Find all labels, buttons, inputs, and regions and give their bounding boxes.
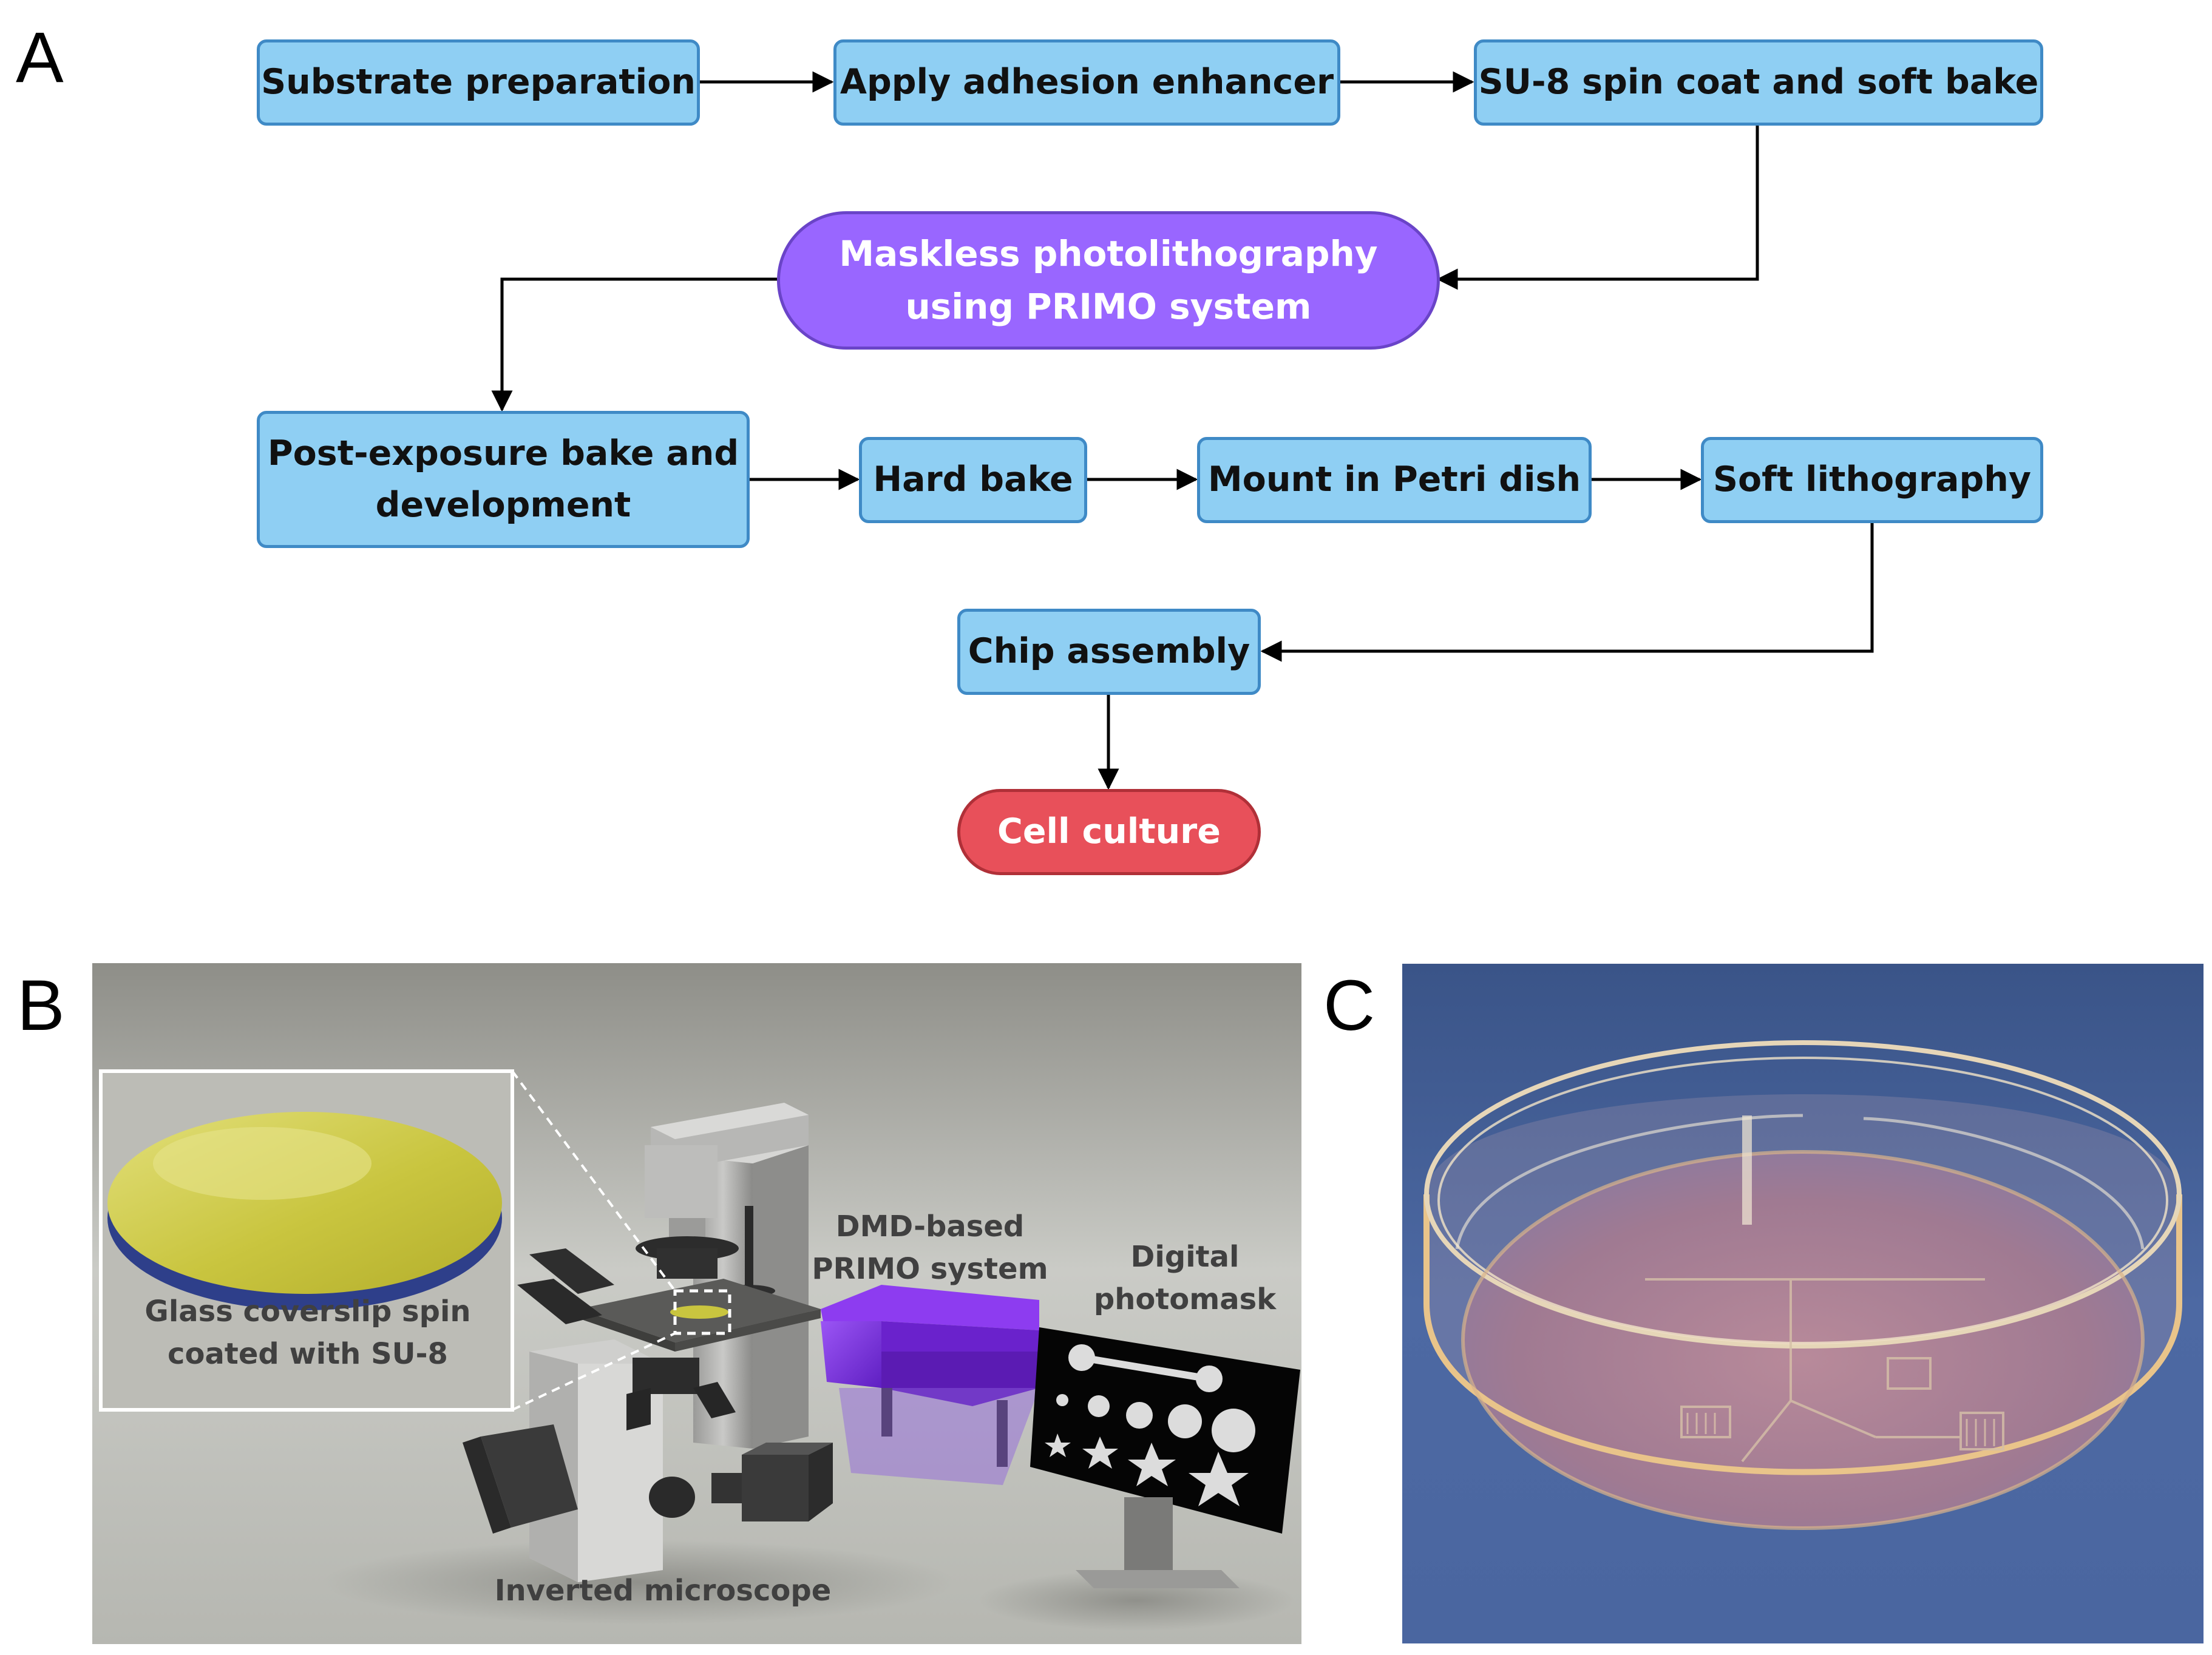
- microscope: [463, 1103, 833, 1582]
- zoom-line-top: [511, 1070, 676, 1292]
- primo-setup-illustration: Glass coverslip spin coated with SU-8 DM…: [92, 963, 1301, 1644]
- step-post-exposure-bake: Post-exposure bake and development: [257, 411, 750, 548]
- step-mount-petri-dish: Mount in Petri dish: [1197, 437, 1592, 523]
- panel-label-a: A: [16, 18, 64, 98]
- step-substrate-label: Substrate preparation: [261, 62, 696, 103]
- step-maskless-line2: using PRIMO system: [905, 286, 1312, 327]
- step-hard-bake: Hard bake: [859, 437, 1087, 523]
- step-chip-label: Chip assembly: [968, 631, 1250, 672]
- arrow-maskless-to-post: [491, 277, 777, 412]
- primo-setup-drawing: [92, 963, 1301, 1644]
- step-substrate-preparation: Substrate preparation: [257, 39, 700, 126]
- digital-label-line1: Digital: [1130, 1240, 1240, 1274]
- step-soft-litho-label: Soft lithography: [1712, 459, 2032, 500]
- step-apply-adhesion: Apply adhesion enhancer: [833, 39, 1340, 126]
- step-su8-label: SU-8 spin coat and soft bake: [1478, 62, 2039, 103]
- step-su8-spin-coat: SU-8 spin coat and soft bake: [1474, 39, 2043, 126]
- sample-highlight-box: [673, 1289, 731, 1335]
- dmd-label-line2: PRIMO system: [812, 1251, 1048, 1286]
- microscope-shadow: [323, 1540, 954, 1625]
- coverslip-label-line2: coated with SU-8: [168, 1336, 448, 1371]
- step-soft-lithography: Soft lithography: [1701, 437, 2043, 523]
- step-maskless-line1: Maskless photolithography: [839, 233, 1378, 274]
- step-cell-culture: Cell culture: [957, 789, 1261, 875]
- digital-photomask-label: Digital photomask: [1088, 1236, 1282, 1321]
- step-mount-label: Mount in Petri dish: [1207, 459, 1581, 500]
- dmd-label-line1: DMD-based: [835, 1210, 1025, 1244]
- arrow-su8-to-maskless: [1436, 124, 1759, 290]
- coverslip-label-line1: Glass coverslip spin: [144, 1295, 471, 1328]
- step-chip-assembly: Chip assembly: [957, 609, 1261, 695]
- primo-module: [821, 1285, 1039, 1485]
- petri-dish: [1423, 1040, 2182, 1530]
- step-adhesion-label: Apply adhesion enhancer: [840, 62, 1334, 103]
- flow-arrows: [491, 71, 1874, 790]
- dmd-label: DMD-based PRIMO system: [802, 1206, 1057, 1290]
- step-maskless-photolithography: Maskless photolithography using PRIMO sy…: [777, 211, 1440, 350]
- coverslip-label: Glass coverslip spin coated with SU-8: [129, 1291, 487, 1375]
- arrow-softlitho-to-chip: [1260, 522, 1874, 662]
- petri-dish-photo: [1402, 964, 2204, 1643]
- step-cell-label: Cell culture: [997, 811, 1221, 852]
- microscope-label: Inverted microscope: [494, 1574, 832, 1608]
- panel-label-b: B: [17, 966, 65, 1046]
- step-hard-bake-label: Hard bake: [873, 459, 1073, 500]
- coverslip-inset: [99, 1069, 514, 1412]
- zoom-line-bottom: [512, 1332, 676, 1411]
- digital-photomask-monitor: [1030, 1327, 1300, 1588]
- digital-label-line2: photomask: [1093, 1282, 1277, 1316]
- petri-dish-drawing: [1402, 964, 2204, 1643]
- step-post-line2: development: [375, 485, 631, 525]
- panel-label-c: C: [1323, 966, 1376, 1046]
- step-post-line1: Post-exposure bake and: [267, 433, 739, 473]
